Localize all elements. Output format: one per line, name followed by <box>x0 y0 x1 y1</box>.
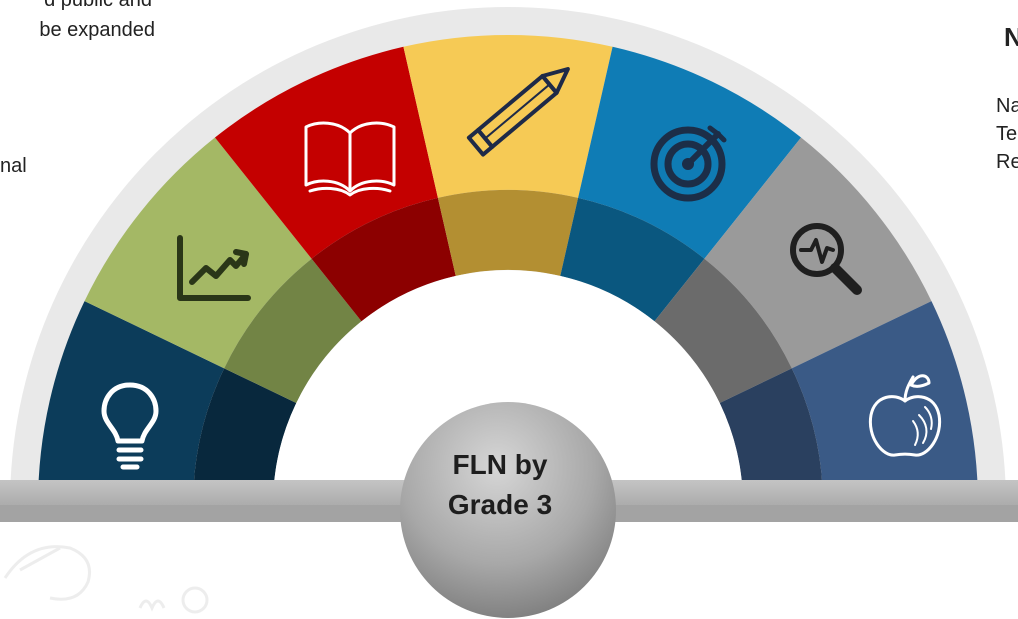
segment-target <box>578 46 802 259</box>
segments-group <box>38 35 978 505</box>
lightbulb-icon <box>101 382 159 470</box>
target-icon <box>650 125 727 202</box>
center-label: FLN by Grade 3 <box>447 449 553 520</box>
segment-inner-target <box>560 197 705 322</box>
segment-apple <box>791 301 978 505</box>
open-book-icon <box>304 121 396 197</box>
icons-group <box>101 67 942 470</box>
segment-inner-book <box>311 197 456 322</box>
segment-growth-chart <box>84 137 312 369</box>
right-text-line: Re <box>996 151 1018 173</box>
right-text-line: Te <box>996 123 1018 145</box>
center-circle <box>400 402 616 618</box>
left-text-line: be expanded <box>39 19 155 41</box>
watermark-doodle-icon <box>3 545 209 614</box>
apple-icon <box>868 374 942 457</box>
right-text-line: Na <box>996 95 1018 117</box>
segment-book <box>214 46 438 259</box>
segment-inner-pencil <box>437 190 579 276</box>
segment-inner-apple <box>719 368 824 505</box>
magnifier-pulse-icon <box>790 223 862 295</box>
left-text-line: nal <box>0 155 27 177</box>
segment-inner-analysis <box>654 258 792 404</box>
inner-hole <box>273 270 743 505</box>
left-text-line: d public and <box>44 0 152 11</box>
segment-lightbulb <box>38 301 225 505</box>
pencil-icon <box>466 67 570 157</box>
segment-inner-growth-chart <box>224 258 362 404</box>
trend-chart-icon <box>177 235 251 301</box>
segment-pencil <box>403 35 613 198</box>
right-heading: N <box>1004 22 1018 52</box>
segment-inner-lightbulb <box>193 368 297 505</box>
